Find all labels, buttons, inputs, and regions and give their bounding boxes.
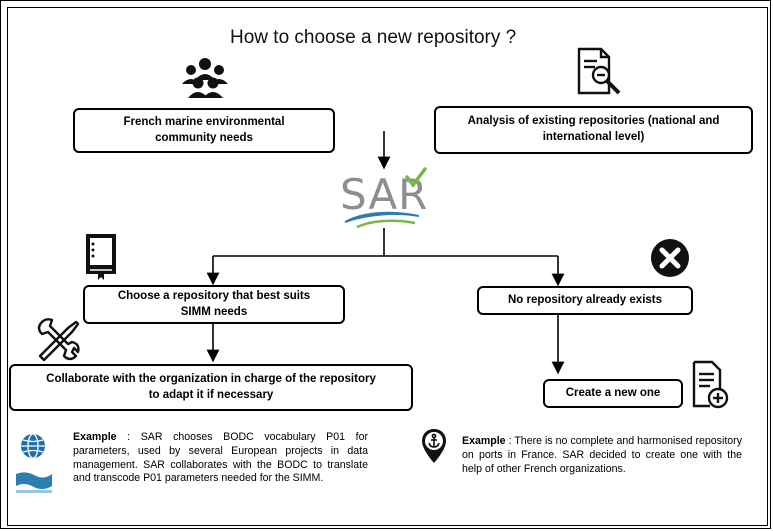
page-title: How to choose a new repository ? — [230, 27, 517, 48]
choose-repository-box: Choose a repository that best suits SIMM… — [83, 285, 345, 324]
sar-logo: SAR — [340, 167, 428, 229]
sar-logo-text: SAR — [340, 170, 428, 219]
example-text-left: : SAR chooses BODC vocabulary P01 for pa… — [73, 431, 368, 485]
create-new-box: Create a new one — [543, 379, 683, 408]
add-document-icon — [692, 360, 729, 409]
document-search-icon — [577, 47, 621, 95]
community-needs-box: French marine environmental community ne… — [73, 108, 335, 153]
map-pin-anchor-icon — [422, 429, 446, 463]
book-icon — [86, 234, 116, 280]
analysis-box: Analysis of existing repositories (natio… — [434, 106, 753, 154]
example-note-left: Example : SAR chooses BODC vocabulary P0… — [73, 431, 368, 486]
example-text-right: : There is no complete and harmonised re… — [462, 435, 742, 475]
example-label-right: Example — [462, 435, 506, 447]
no-repository-box: No repository already exists — [477, 286, 693, 315]
tools-icon — [37, 318, 80, 362]
example-label-left: Example — [73, 431, 117, 443]
close-circle-icon — [651, 239, 689, 277]
globe-icon — [21, 433, 45, 459]
slide-inner-frame — [7, 7, 768, 526]
collaborate-box: Collaborate with the organization in cha… — [9, 364, 413, 411]
example-note-right: Example : There is no complete and harmo… — [462, 435, 742, 476]
people-icon — [182, 58, 228, 98]
project-logo — [16, 472, 52, 493]
